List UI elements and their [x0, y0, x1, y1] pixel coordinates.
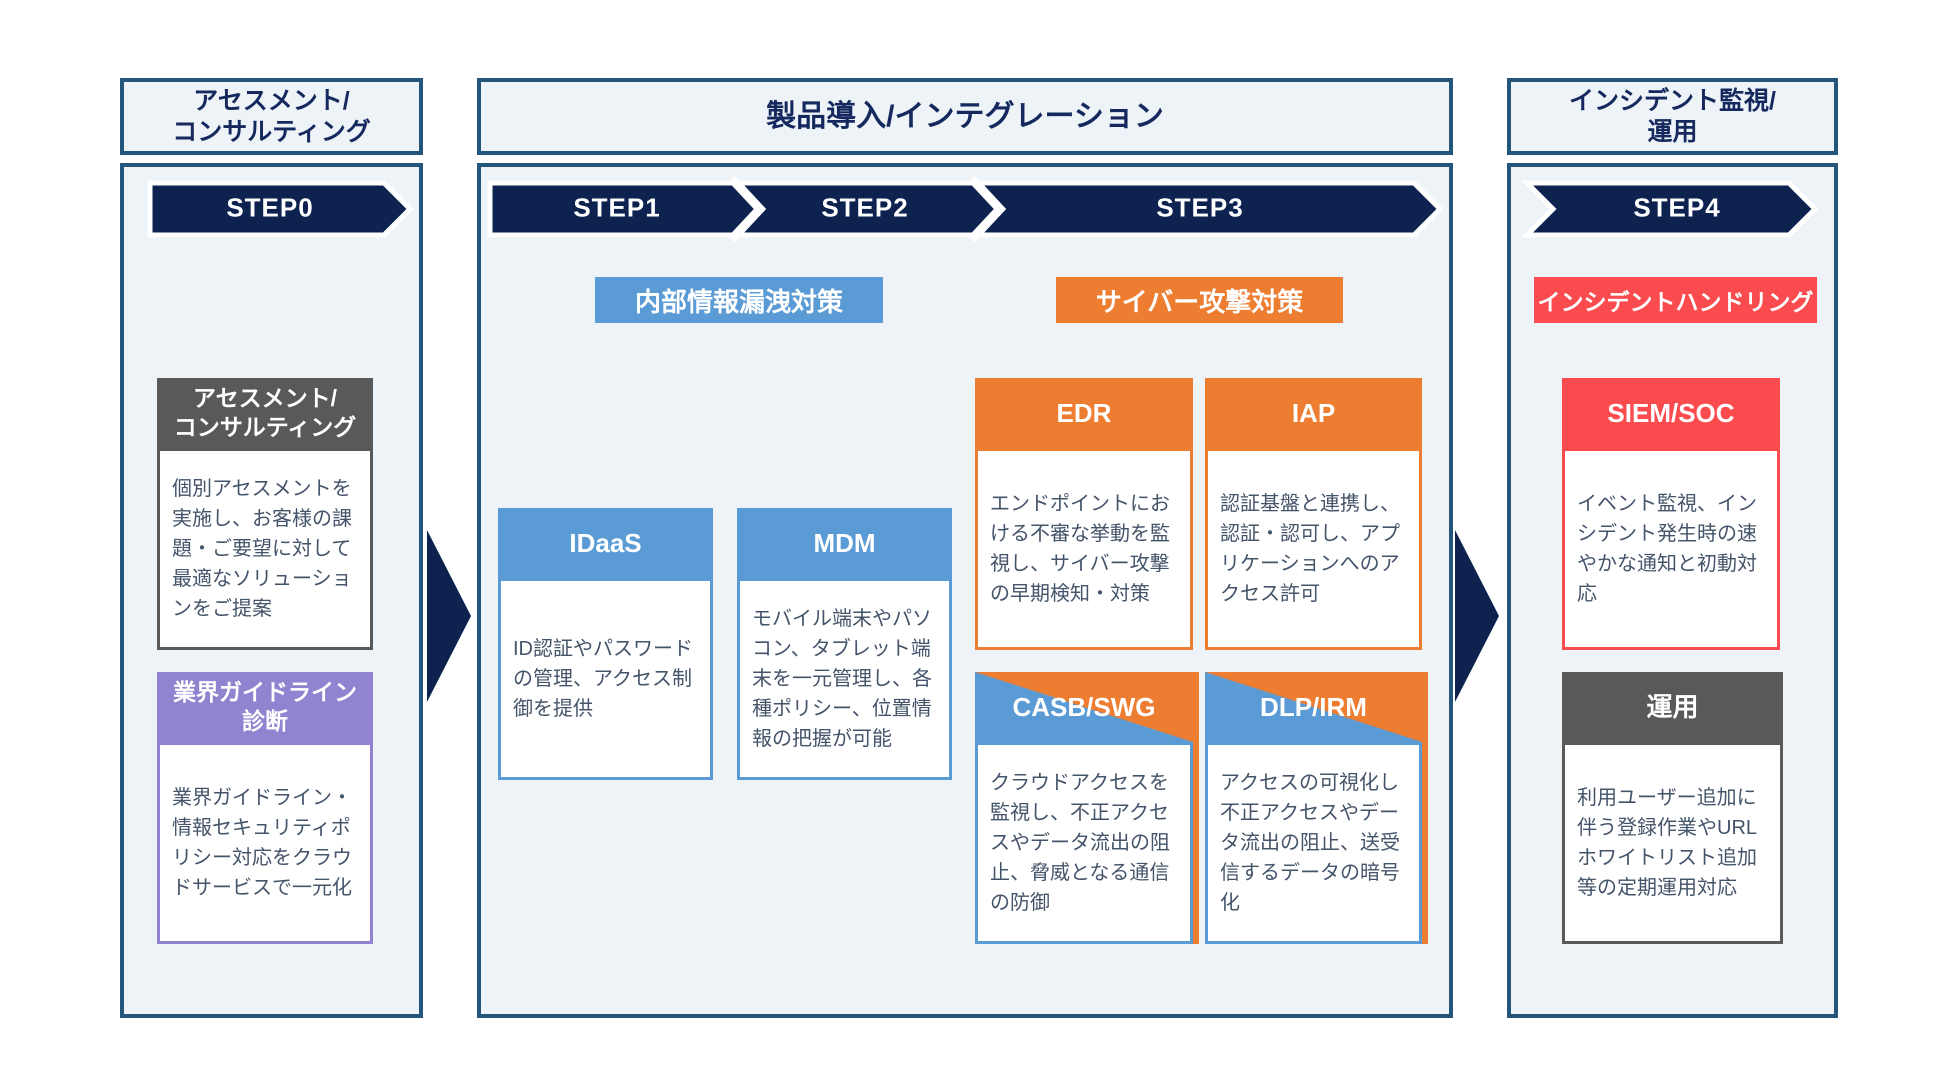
assessment-consulting-title-line2: コンサルティング: [173, 414, 357, 440]
internal-leak-countermeasure-chip: 内部情報漏洩対策: [595, 277, 883, 323]
industry-guideline-title-line1: 業界ガイドライン: [173, 679, 357, 706]
iap-box-header: IAP: [1205, 378, 1422, 448]
edr-title: EDR: [1056, 397, 1112, 428]
incident-header-line2: 運用: [1647, 117, 1698, 146]
step4-arrow: STEP4: [1520, 180, 1819, 238]
edr-box: EDR エンドポイントにおける不審な挙動を監視し、サイバー攻撃の早期検知・対策: [975, 378, 1193, 650]
step1-label: STEP1: [573, 192, 661, 223]
siem-soc-title: SIEM/SOC: [1607, 397, 1735, 428]
integration-header-title: 製品導入/インテグレーション: [766, 100, 1164, 133]
edr-box-header: EDR: [975, 378, 1193, 448]
casb-swg-box-header: CASB/SWG: [975, 672, 1193, 742]
assessment-header-line1: アセスメント/: [193, 87, 350, 115]
dlp-irm-title: DLP/IRM: [1260, 691, 1367, 722]
siem-soc-box-body: イベント監視、インシデント発生時の速やかな通知と初動対応: [1562, 448, 1780, 650]
flow-arrow-left-to-middle-icon: [427, 530, 471, 702]
operation-title: 運用: [1646, 691, 1699, 722]
siem-soc-description: イベント監視、インシデント発生時の速やかな通知と初動対応: [1577, 493, 1757, 605]
assessment-consulting-box-header: アセスメント/ コンサルティング: [157, 378, 373, 448]
siem-soc-box: SIEM/SOC イベント監視、インシデント発生時の速やかな通知と初動対応: [1562, 378, 1780, 650]
step4-label: STEP4: [1633, 192, 1721, 223]
idaas-box-header: IDaaS: [498, 508, 713, 578]
iap-box-body: 認証基盤と連携し、認証・認可し、アプリケーションへのアクセス許可: [1205, 448, 1422, 650]
operation-box-header: 運用: [1562, 672, 1783, 742]
assessment-consulting-description: 個別アセスメントを実施し、お客様の課題・ご要望に対して最適なソリューションをご提…: [172, 478, 352, 620]
step2-label: STEP2: [821, 192, 909, 223]
assessment-header-line2: コンサルティング: [172, 117, 371, 146]
step0-arrow-shape: [147, 180, 414, 238]
casb-swg-title: CASB/SWG: [1012, 691, 1156, 722]
iap-box: IAP 認証基盤と連携し、認証・認可し、アプリケーションへのアクセス許可: [1205, 378, 1422, 650]
internal-leak-countermeasure-label: 内部情報漏洩対策: [634, 286, 843, 317]
dlp-irm-description: アクセスの可視化し不正アクセスやデータ流出の阻止、送受信するデータの暗号化: [1220, 772, 1400, 914]
idaas-description: ID認証やパスワードの管理、アクセス制御を提供: [513, 638, 693, 720]
incident-handling-chip: インシデントハンドリング: [1534, 277, 1817, 323]
step0-arrow: STEP0: [147, 180, 414, 238]
mdm-title: MDM: [813, 527, 876, 558]
industry-guideline-box: 業界ガイドライン 診断 業界ガイドライン・情報セキュリティポリシー対応をクラウド…: [157, 672, 373, 944]
mdm-description: モバイル端末やパソコン、タブレット端末を一元管理し、各種ポリシー、位置情報の把握…: [752, 608, 932, 750]
integration-column-header: 製品導入/インテグレーション: [477, 78, 1453, 155]
assessment-consulting-title-line1: アセスメント/: [193, 385, 337, 412]
cyber-attack-countermeasure-chip: サイバー攻撃対策: [1056, 277, 1343, 323]
edr-description: エンドポイントにおける不審な挙動を監視し、サイバー攻撃の早期検知・対策: [990, 493, 1170, 605]
dlp-irm-box: DLP/IRM アクセスの可視化し不正アクセスやデータ流出の阻止、送受信するデー…: [1205, 672, 1422, 944]
casb-swg-box: CASB/SWG クラウドアクセスを監視し、不正アクセスやデータ流出の阻止、脅威…: [975, 672, 1193, 944]
step123-arrow-shape: [487, 175, 1444, 243]
chevron-separator-icon: [728, 175, 767, 243]
step0-label: STEP0: [226, 192, 314, 223]
idaas-title: IDaaS: [569, 527, 642, 558]
casb-swg-description: クラウドアクセスを監視し、不正アクセスやデータ流出の阻止、脅威となる通信の防御: [990, 772, 1170, 914]
idaas-box-body: ID認証やパスワードの管理、アクセス制御を提供: [498, 578, 713, 780]
step123-arrow-band: STEP1 STEP2 STEP3: [487, 175, 1444, 243]
assessment-consulting-box-body: 個別アセスメントを実施し、お客様の課題・ご要望に対して最適なソリューションをご提…: [157, 448, 373, 650]
siem-soc-box-header: SIEM/SOC: [1562, 378, 1780, 448]
assessment-column-header: アセスメント/ コンサルティング: [120, 78, 423, 155]
dlp-irm-box-header: DLP/IRM: [1205, 672, 1422, 742]
step4-arrow-shape: [1520, 180, 1819, 238]
step3-label: STEP3: [1156, 192, 1244, 223]
industry-guideline-box-body: 業界ガイドライン・情報セキュリティポリシー対応をクラウドサービスで一元化: [157, 742, 373, 944]
industry-guideline-description: 業界ガイドライン・情報セキュリティポリシー対応をクラウドサービスで一元化: [172, 787, 352, 899]
incident-column-header: インシデント監視/ 運用: [1507, 78, 1838, 155]
flow-arrow-middle-to-right-icon: [1455, 530, 1499, 702]
mdm-box: MDM モバイル端末やパソコン、タブレット端末を一元管理し、各種ポリシー、位置情…: [737, 508, 952, 780]
assessment-consulting-box: アセスメント/ コンサルティング 個別アセスメントを実施し、お客様の課題・ご要望…: [157, 378, 373, 650]
incident-handling-label: インシデントハンドリング: [1537, 289, 1814, 315]
operation-box-body: 利用ユーザー追加に伴う登録作業やURLホワイトリスト追加等の定期運用対応: [1562, 742, 1783, 944]
cyber-attack-countermeasure-label: サイバー攻撃対策: [1095, 286, 1304, 317]
mdm-box-header: MDM: [737, 508, 952, 578]
mdm-box-body: モバイル端末やパソコン、タブレット端末を一元管理し、各種ポリシー、位置情報の把握…: [737, 578, 952, 780]
dlp-irm-box-body: アクセスの可視化し不正アクセスやデータ流出の阻止、送受信するデータの暗号化: [1205, 742, 1422, 944]
chevron-separator-icon: [968, 175, 1007, 243]
operation-box: 運用 利用ユーザー追加に伴う登録作業やURLホワイトリスト追加等の定期運用対応: [1562, 672, 1783, 944]
incident-header-line1: インシデント監視/: [1569, 87, 1776, 115]
casb-swg-box-body: クラウドアクセスを監視し、不正アクセスやデータ流出の阻止、脅威となる通信の防御: [975, 742, 1193, 944]
industry-guideline-box-header: 業界ガイドライン 診断: [157, 672, 373, 742]
iap-title: IAP: [1291, 397, 1336, 428]
edr-box-body: エンドポイントにおける不審な挙動を監視し、サイバー攻撃の早期検知・対策: [975, 448, 1193, 650]
operation-description: 利用ユーザー追加に伴う登録作業やURLホワイトリスト追加等の定期運用対応: [1577, 787, 1758, 899]
iap-description: 認証基盤と連携し、認証・認可し、アプリケーションへのアクセス許可: [1220, 493, 1400, 605]
industry-guideline-title-line2: 診断: [242, 708, 288, 734]
idaas-box: IDaaS ID認証やパスワードの管理、アクセス制御を提供: [498, 508, 713, 780]
